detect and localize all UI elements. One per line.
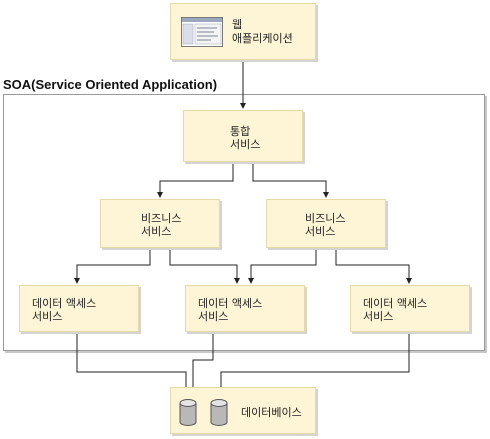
- connector-integration-business-left: [157, 159, 236, 198]
- database-label: 데이터베이스: [241, 406, 302, 419]
- data-access-service-line2: 서비스: [198, 310, 229, 323]
- business-service-line1: 비즈니스: [141, 212, 182, 225]
- connector-integration-business-right: [250, 159, 329, 198]
- connector-bizleft-da-mid: [167, 245, 240, 284]
- database-box: 데이터베이스: [170, 387, 316, 434]
- web-application-line2: 애플리케이션: [232, 32, 293, 45]
- data-access-service-box-right: 데이터 액세스 서비스: [350, 285, 470, 332]
- connector-bizright-da-right: [333, 245, 412, 284]
- data-access-service-line2: 서비스: [32, 310, 63, 323]
- data-access-service-box-middle: 데이터 액세스 서비스: [185, 285, 305, 332]
- connector-bizleft-da-left: [74, 245, 153, 284]
- data-access-service-line1: 데이터 액세스: [198, 297, 263, 310]
- integration-service-line2: 서비스: [230, 138, 261, 151]
- business-service-box-right: 비즈니스 서비스: [266, 199, 386, 248]
- data-access-service-line2: 서비스: [363, 310, 394, 323]
- browser-window-icon: [181, 17, 223, 47]
- data-access-service-line1: 데이터 액세스: [32, 297, 97, 310]
- soa-title: SOA(Service Oriented Application): [3, 77, 218, 92]
- data-access-service-line1: 데이터 액세스: [363, 297, 428, 310]
- database-cylinder-icon: [179, 399, 228, 426]
- business-service-line1: 비즈니스: [305, 212, 346, 225]
- data-access-service-box-left: 데이터 액세스 서비스: [19, 285, 139, 332]
- business-service-line2: 서비스: [141, 225, 172, 238]
- web-application-line1: 웹: [232, 18, 243, 31]
- connector-bizright-da-mid: [248, 245, 319, 284]
- connector-da-mid-db: [190, 329, 216, 398]
- web-application-box: 웹 애플리케이션: [170, 3, 316, 60]
- connector-da-left-db: [74, 329, 189, 398]
- integration-service-box: 통합 서비스: [183, 110, 303, 162]
- integration-service-line1: 통합: [230, 125, 251, 138]
- connector-da-right-db: [218, 329, 412, 398]
- business-service-line2: 서비스: [305, 225, 336, 238]
- business-service-box-left: 비즈니스 서비스: [100, 199, 220, 248]
